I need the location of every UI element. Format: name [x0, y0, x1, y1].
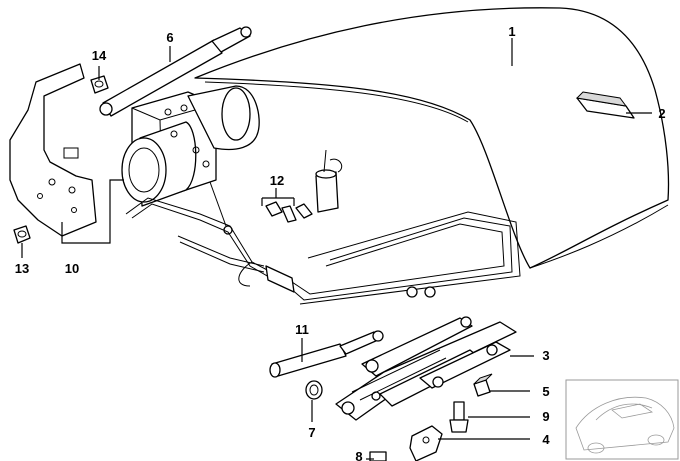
part-5-bushing[interactable]: [473, 373, 493, 397]
leader-lines: [21, 38, 652, 460]
callout-14: 14: [92, 48, 107, 63]
part-10-bracket[interactable]: [9, 63, 97, 237]
callout-10: 10: [65, 261, 79, 276]
solenoid-valve[interactable]: [315, 149, 343, 213]
part-13-nut[interactable]: [13, 225, 31, 244]
part-14-nut[interactable]: [90, 75, 109, 94]
part-1-roof-shell[interactable]: [194, 7, 670, 269]
part-8-bolt[interactable]: [369, 451, 387, 461]
callout-1: 1: [508, 24, 515, 39]
callout-4: 4: [542, 432, 550, 447]
callout-6: 6: [166, 30, 173, 45]
part-9-bolt[interactable]: [449, 401, 469, 433]
part-11-cylinder[interactable]: [269, 330, 384, 378]
part-12-screws[interactable]: [265, 201, 313, 223]
callout-13: 13: [15, 261, 29, 276]
callout-2: 2: [658, 106, 665, 121]
callout-7: 7: [308, 425, 315, 440]
part-7-circlip[interactable]: [305, 380, 323, 400]
callout-5: 5: [542, 384, 549, 399]
hydraulic-lines: [125, 197, 521, 305]
callout-labels: 1 2 3 4 5 6 7 8 9 10 11 12 13 14: [15, 24, 666, 461]
callout-8: 8: [355, 449, 362, 461]
part-6-gas-strut[interactable]: [99, 26, 252, 117]
callout-9: 9: [542, 409, 549, 424]
callout-11: 11: [295, 322, 309, 337]
part-2-latch-cover[interactable]: [575, 91, 635, 119]
hydraulic-pump-unit[interactable]: [121, 85, 260, 235]
callout-3: 3: [542, 348, 549, 363]
car-thumbnail: [565, 379, 679, 460]
part-4-bracket[interactable]: [409, 425, 443, 461]
callout-12: 12: [270, 173, 284, 188]
part-3-hinge[interactable]: [335, 316, 517, 421]
